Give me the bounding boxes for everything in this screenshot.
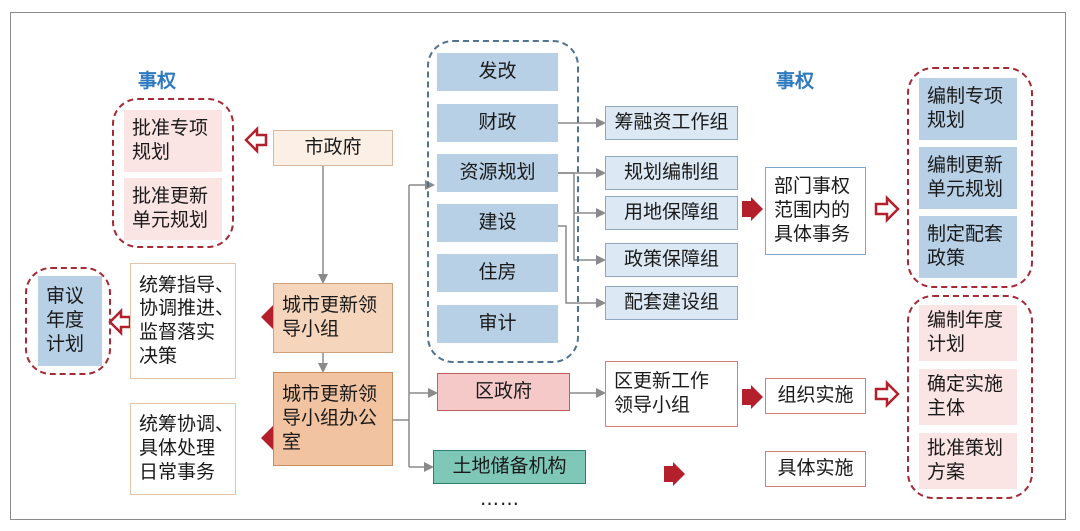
- district-renewal-leading-group: 区更新工作 领导小组: [605, 361, 738, 427]
- dept-development-reform: 发改: [437, 53, 558, 91]
- approve-special-plan: 批准专项 规划: [124, 110, 222, 172]
- leading-group-office: 城市更新领 导小组办公 室: [273, 372, 393, 466]
- right-header-rights: 事权: [776, 70, 815, 92]
- compile-unit-plan: 编制更新 单元规划: [919, 147, 1017, 209]
- district-rights-group: [907, 295, 1033, 499]
- more-ellipsis: ……: [480, 488, 520, 510]
- approve-planning-scheme: 批准策划 方案: [919, 433, 1017, 489]
- policy-guarantee-group: 政策保障组: [605, 243, 738, 277]
- dept-finance: 财政: [437, 104, 558, 142]
- dept-scope-affairs: 部门事权 范围内的 具体事务: [765, 167, 866, 255]
- district-government: 区政府: [437, 373, 570, 411]
- organize-implementation: 组织实施: [765, 378, 866, 414]
- office-duties: 统筹协调、 具体处理 日常事务: [130, 403, 236, 495]
- supporting-construction-group: 配套建设组: [605, 286, 738, 320]
- planning-compilation-group: 规划编制组: [605, 156, 738, 190]
- review-group: [25, 267, 111, 375]
- urban-renewal-leading-group: 城市更新领 导小组: [273, 283, 393, 353]
- financing-work-group: 筹融资工作组: [605, 106, 738, 140]
- dept-resource-planning: 资源规划: [437, 154, 558, 192]
- diagram-frame: [10, 12, 1066, 520]
- approve-unit-plan: 批准更新 单元规划: [124, 178, 222, 240]
- determine-implementer: 确定实施 主体: [919, 369, 1017, 425]
- land-guarantee-group: 用地保障组: [605, 196, 738, 230]
- specific-implementation: 具体实施: [765, 451, 866, 487]
- leading-group-duties: 统筹指导、 协调推进、 监督落实 决策: [130, 263, 236, 379]
- compile-special-plan: 编制专项 规划: [919, 78, 1017, 140]
- dept-housing: 住房: [437, 254, 558, 292]
- dept-construction: 建设: [437, 204, 558, 242]
- dept-rights-group: [907, 67, 1033, 288]
- left-header-rights: 事权: [138, 70, 177, 92]
- formulate-policy: 制定配套 政策: [919, 216, 1017, 278]
- dept-audit: 审计: [437, 305, 558, 343]
- city-gov-rights-group: [112, 98, 234, 248]
- compile-annual-plan: 编制年度 计划: [919, 305, 1017, 361]
- departments-group: [427, 40, 579, 363]
- land-reserve-agency: 土地储备机构: [433, 450, 586, 484]
- city-government: 市政府: [273, 130, 393, 166]
- review-annual-plan: 审议 年度 计划: [38, 276, 102, 366]
